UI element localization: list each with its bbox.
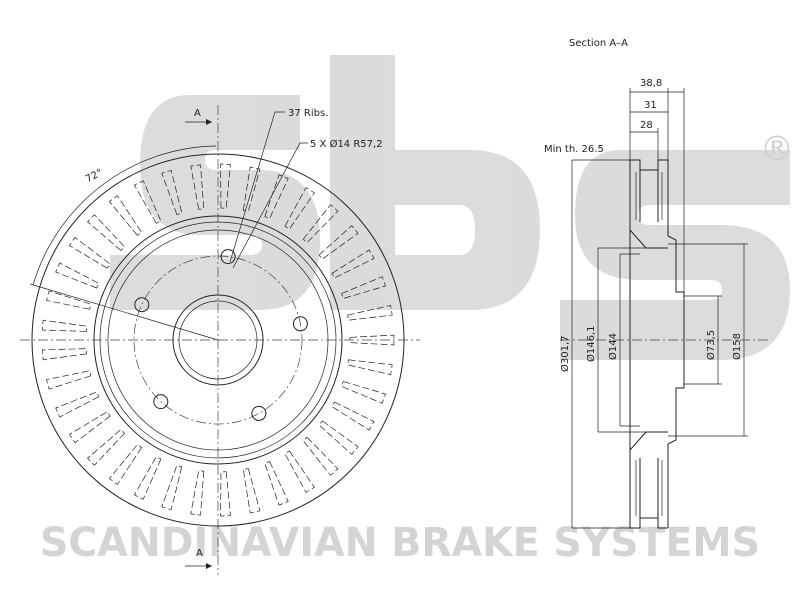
cooling-rib: [46, 370, 92, 390]
cooling-rib: [220, 163, 231, 209]
cooling-rib: [347, 359, 393, 376]
angle-label: 72°: [84, 167, 105, 185]
cooling-rib: [190, 164, 205, 210]
section-marker-top: A: [194, 108, 201, 119]
cooling-rib: [46, 290, 92, 310]
arrow-head: [206, 119, 212, 125]
ribs-label: 37 Ribs.: [288, 108, 328, 119]
cooling-rib: [331, 401, 375, 431]
cooling-rib: [242, 468, 261, 514]
cooling-rib: [41, 348, 88, 361]
disc-front-view: 72° 37 Ribs. 5 X Ø14 R57,2 A A: [20, 105, 420, 575]
bolt-hole: [292, 316, 308, 332]
angle-ray: [29, 283, 219, 341]
cooling-rib: [242, 166, 261, 212]
width-28: 28: [640, 120, 653, 131]
bolt-hole: [134, 297, 150, 313]
arrow-head: [206, 563, 212, 569]
bolt-holes: [134, 249, 308, 421]
ribs-leader: [229, 111, 285, 263]
bolt-hole: [153, 394, 169, 410]
cooling-rib: [133, 456, 162, 500]
width-38-8: 38,8: [640, 78, 662, 89]
width-31: 31: [644, 100, 657, 111]
cooling-rib: [69, 236, 111, 269]
min-thickness-label: Min th. 26.5: [544, 144, 604, 155]
cooling-rib: [264, 461, 289, 506]
cooling-rib: [284, 187, 315, 230]
cooling-rib: [108, 195, 143, 236]
diameter-158: Ø158: [731, 333, 743, 360]
cooling-rib: [55, 391, 100, 418]
cooling-rib: [318, 225, 359, 260]
cooling-rib: [161, 464, 183, 511]
cooling-rib: [318, 420, 359, 455]
bolt-hole: [251, 405, 267, 421]
bolt-hole: [220, 249, 236, 265]
diameter-146-1: Ø146,1: [585, 326, 597, 363]
cooling-rib: [87, 214, 125, 251]
angle-arc: [32, 145, 217, 286]
section-marker-bottom: A: [196, 548, 203, 559]
diameter-73-5: Ø73,5: [705, 330, 717, 360]
cooling-rib: [133, 180, 162, 224]
cooling-rib: [302, 436, 339, 476]
sbs-watermark-logo: [110, 55, 790, 360]
cooling-rib: [55, 262, 100, 289]
cooling-rib: [108, 444, 143, 485]
cooling-rib: [161, 169, 183, 216]
cooling-rib: [347, 304, 393, 321]
cooling-rib: [341, 276, 386, 299]
cooling-rib: [69, 411, 111, 444]
cooling-rib: [87, 429, 125, 466]
cooling-rib: [264, 174, 289, 219]
section-title: Section A–A: [569, 38, 628, 49]
registered-mark: ®: [760, 129, 794, 169]
brand-tagline: SCANDINAVIAN BRAKE SYSTEMS: [40, 520, 760, 566]
disc-section-view: Section A–A Min th. 26.5 38,8 31 28: [544, 38, 770, 529]
diameter-301-7: Ø301,7: [559, 336, 571, 373]
cooling-rib: [284, 450, 315, 493]
cooling-rib: [190, 470, 205, 516]
cooling-rib: [341, 381, 386, 404]
cooling-rib: [220, 471, 231, 517]
cooling-rib: [349, 334, 395, 346]
cooling-ribs: [41, 163, 395, 517]
cooling-rib: [41, 319, 88, 332]
diameter-144: Ø144: [607, 333, 619, 360]
cooling-rib: [331, 249, 375, 279]
bolt-leader: [232, 142, 308, 269]
cooling-rib: [302, 204, 339, 244]
bolt-label: 5 X Ø14 R57,2: [310, 138, 383, 150]
